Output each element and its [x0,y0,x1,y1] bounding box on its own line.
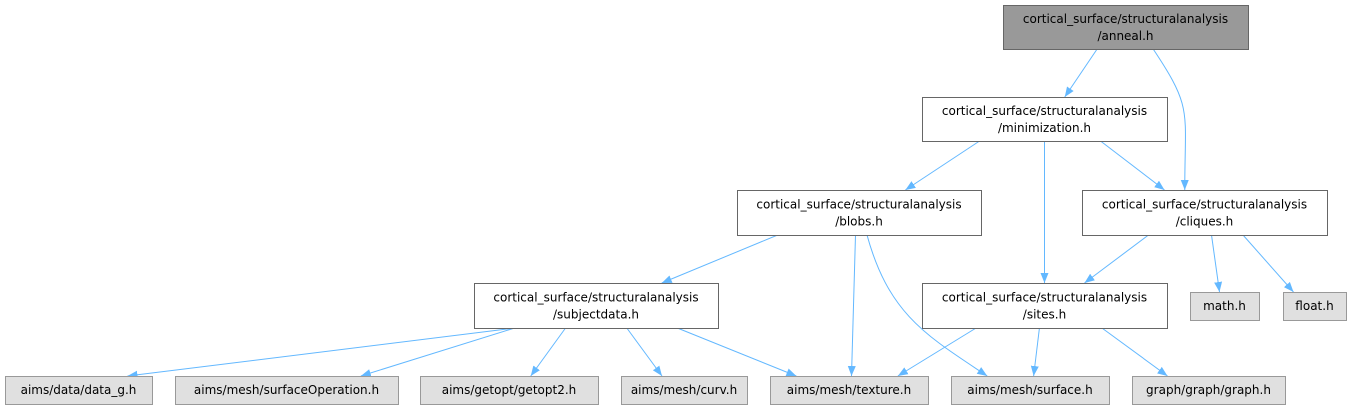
node-box [951,376,1110,405]
edge-cliques-to-math [1211,234,1223,293]
edge-minimization-to-blobs [905,140,980,191]
edge-sites-to-surface [1030,327,1040,377]
node-subjectdata[interactable]: cortical_surface/structuralanalysis/subj… [474,283,719,329]
edge-sites-to-texture [897,327,977,377]
node-label: aims/mesh/curv.h [631,383,737,397]
edge-subjectdata-to-getopt2 [530,327,566,377]
node-box [737,190,982,236]
node-box [770,376,929,405]
node-math[interactable]: math.h [1190,292,1260,321]
edge-subjectdata-to-curv [626,327,663,377]
node-surface[interactable]: aims/mesh/surface.h [951,376,1110,405]
node-getopt2[interactable]: aims/getopt/getopt2.h [420,376,599,405]
node-curv[interactable]: aims/mesh/curv.h [621,376,748,405]
node-label: /anneal.h [1097,29,1153,43]
edge-anneal-to-cliques [1152,48,1189,191]
node-label: aims/mesh/texture.h [787,383,911,397]
node-graph[interactable]: graph/graph/graph.h [1132,376,1286,405]
edge-subjectdata-to-surfaceOperation [360,327,515,377]
node-label: aims/mesh/surface.h [967,383,1092,397]
node-label: aims/data/data_g.h [21,383,137,397]
edge-blobs-to-texture [847,234,856,377]
node-box [420,376,599,405]
edge-blobs-to-surface [866,234,988,377]
node-surfaceOperation[interactable]: aims/mesh/surfaceOperation.h [175,376,399,405]
node-box [5,376,153,405]
node-box [1190,292,1260,321]
node-label: aims/getopt/getopt2.h [442,383,577,397]
node-box [1082,190,1328,236]
node-label: /subjectdata.h [553,308,639,322]
node-box [922,283,1168,329]
node-label: cortical_surface/structuralanalysis [942,291,1147,305]
node-box [175,376,399,405]
edge-cliques-to-sites [1084,234,1149,284]
edge-sites-to-graph [1101,327,1168,377]
node-label: cortical_surface/structuralanalysis [1102,198,1307,212]
edge-anneal-to-minimization [1064,48,1098,98]
edge-blobs-to-subjectdata [661,234,778,284]
node-label: cortical_surface/structuralanalysis [756,198,961,212]
node-box [621,376,748,405]
node-box [474,283,719,329]
edge-cliques-to-float [1242,234,1294,293]
node-label: /cliques.h [1176,215,1234,229]
edge-minimization-to-cliques [1100,140,1165,191]
node-label: cortical_surface/structuralanalysis [942,104,1147,118]
node-box [1003,5,1249,50]
node-box [1132,376,1286,405]
node-label: float.h [1295,299,1333,313]
edge-subjectdata-to-data_g [127,327,515,379]
node-label: cortical_surface/structuralanalysis [493,291,698,305]
node-label: /sites.h [1023,308,1066,322]
node-label: aims/mesh/surfaceOperation.h [194,383,379,397]
node-label: /blobs.h [835,215,883,229]
node-label: graph/graph/graph.h [1146,383,1271,397]
node-label: /minimization.h [998,121,1091,135]
edge-subjectdata-to-texture [677,327,797,377]
node-data_g[interactable]: aims/data/data_g.h [5,376,153,405]
node-label: math.h [1203,299,1246,313]
node-box [922,97,1168,142]
node-float[interactable]: float.h [1283,292,1347,321]
node-label: cortical_surface/structuralanalysis [1023,12,1228,26]
node-anneal[interactable]: cortical_surface/structuralanalysis/anne… [1003,5,1249,50]
node-sites[interactable]: cortical_surface/structuralanalysis/site… [922,283,1168,329]
node-box [1283,292,1347,321]
node-blobs[interactable]: cortical_surface/structuralanalysis/blob… [737,190,982,236]
node-cliques[interactable]: cortical_surface/structuralanalysis/cliq… [1082,190,1328,236]
node-texture[interactable]: aims/mesh/texture.h [770,376,929,405]
node-minimization[interactable]: cortical_surface/structuralanalysis/mini… [922,97,1168,142]
